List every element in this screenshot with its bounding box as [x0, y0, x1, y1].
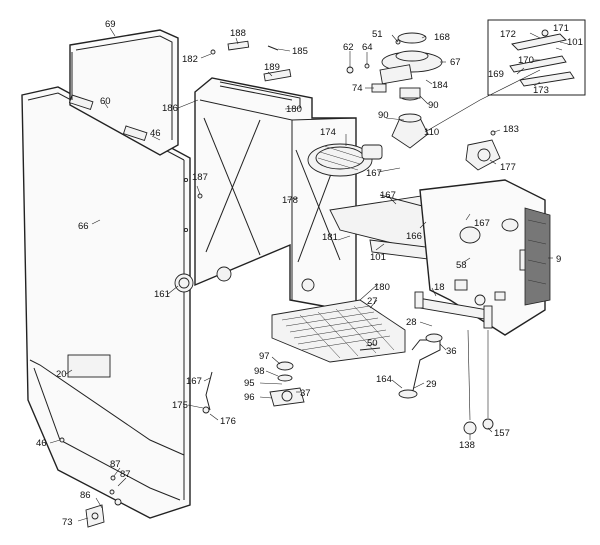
- label-167-second: 167: [380, 190, 396, 201]
- flue-elbow: [391, 87, 429, 149]
- label-62: 62: [343, 42, 354, 53]
- label-37: 37: [300, 388, 311, 399]
- label-29: 29: [426, 379, 437, 390]
- label-168: 168: [434, 32, 450, 43]
- label-86: 86: [80, 490, 91, 501]
- label-167-third: 167: [474, 218, 490, 229]
- part-labels: 69 60 46 66 20 46 87 87 86 73 161 187 18…: [36, 19, 583, 528]
- label-138: 138: [459, 440, 475, 451]
- front-casing-panel: [21, 86, 194, 519]
- label-171: 171: [553, 23, 569, 34]
- fan-assembly: [307, 143, 383, 177]
- label-180: 180: [286, 104, 302, 115]
- label-181: 181: [322, 232, 338, 243]
- label-164: 164: [376, 374, 392, 385]
- label-50: 50: [367, 338, 378, 349]
- label-36: 36: [446, 346, 457, 357]
- label-46: 46: [150, 128, 161, 139]
- label-178: 178: [282, 195, 298, 206]
- label-172: 172: [500, 29, 516, 40]
- label-87-second: 87: [120, 469, 131, 480]
- label-46-lower: 46: [36, 438, 47, 449]
- label-110: 110: [424, 127, 439, 138]
- label-180-lower: 180: [374, 282, 390, 293]
- label-161: 161: [154, 289, 170, 300]
- label-58: 58: [456, 260, 467, 271]
- label-177: 177: [500, 162, 516, 173]
- label-173: 173: [533, 85, 549, 96]
- label-90: 90: [378, 110, 389, 121]
- label-182: 182: [182, 54, 198, 65]
- label-96: 96: [244, 392, 255, 403]
- label-20: 20: [56, 369, 67, 380]
- gas-manifold: [398, 291, 493, 399]
- burner-assembly: [271, 299, 406, 363]
- label-51: 51: [372, 29, 383, 40]
- label-90-upper: 90: [428, 100, 439, 111]
- label-186: 186: [162, 103, 178, 114]
- pressure-switch: [465, 139, 501, 171]
- label-60: 60: [100, 96, 111, 107]
- rear-mounting-frame: [68, 29, 179, 156]
- label-9: 9: [556, 254, 561, 265]
- label-183: 183: [503, 124, 519, 135]
- label-176: 176: [220, 416, 236, 427]
- label-101-inset: 101: [567, 37, 583, 48]
- label-69: 69: [105, 19, 116, 30]
- label-73: 73: [62, 517, 73, 528]
- inner-housing: [194, 77, 357, 313]
- label-174: 174: [320, 127, 336, 138]
- label-97: 97: [259, 351, 270, 362]
- label-169: 169: [488, 69, 504, 80]
- insulation-panel: [524, 207, 551, 306]
- label-157: 157: [494, 428, 510, 439]
- label-187: 187: [192, 172, 208, 183]
- back-panel: [419, 179, 546, 336]
- label-27: 27: [367, 296, 378, 307]
- label-166: 166: [406, 231, 422, 242]
- leader-lines: [49, 27, 569, 522]
- label-87: 87: [110, 459, 121, 470]
- label-67: 67: [450, 57, 461, 68]
- label-170: 170: [518, 55, 534, 66]
- label-167-fourth: 167: [186, 376, 202, 387]
- label-185: 185: [292, 46, 308, 57]
- label-101: 101: [370, 252, 386, 263]
- label-95: 95: [244, 378, 255, 389]
- label-64: 64: [362, 42, 373, 53]
- label-188: 188: [230, 28, 246, 39]
- label-28: 28: [406, 317, 417, 328]
- label-189: 189: [264, 62, 280, 73]
- label-74: 74: [352, 83, 363, 94]
- label-98: 98: [254, 366, 265, 377]
- label-184: 184: [432, 80, 448, 91]
- label-66: 66: [78, 221, 89, 232]
- label-18: 18: [434, 282, 445, 293]
- label-167: 167: [366, 168, 382, 179]
- label-175: 175: [172, 400, 188, 411]
- flue-adaptor: [379, 32, 443, 85]
